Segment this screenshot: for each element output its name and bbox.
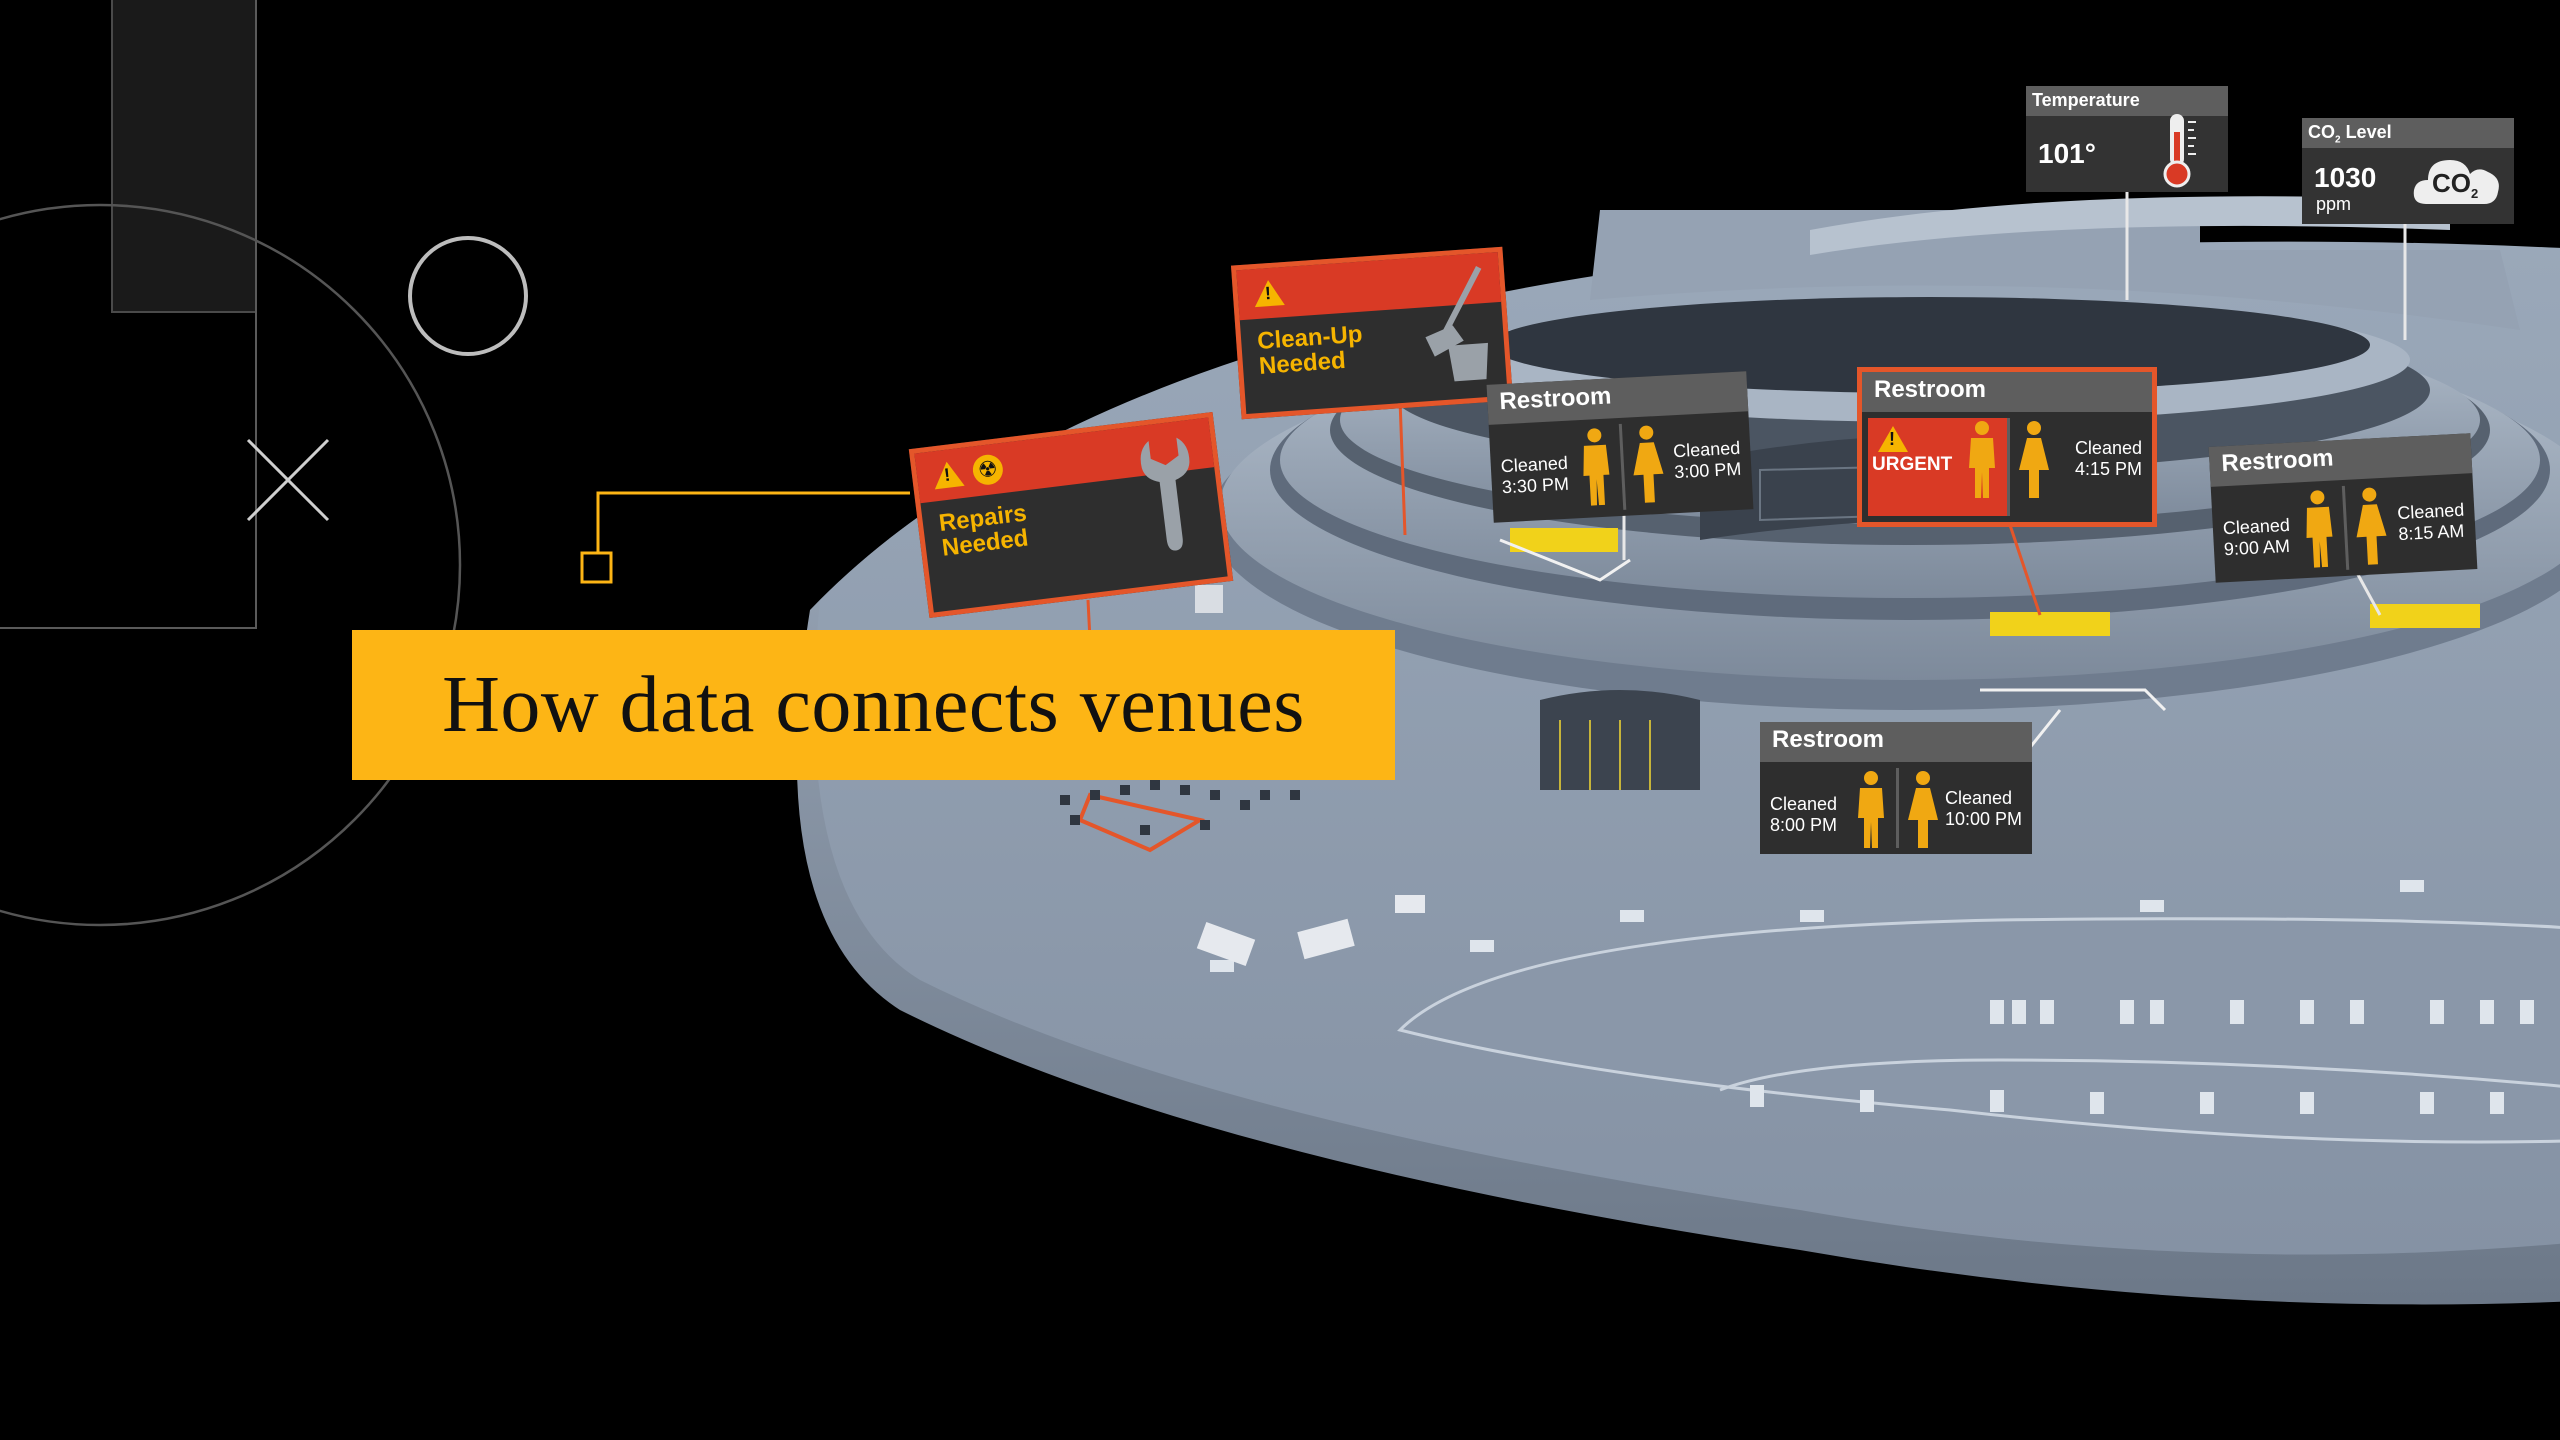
co2-value: 1030 (2314, 162, 2377, 193)
male-restroom-icon (2300, 488, 2338, 575)
right-time: 3:00 PM (1673, 458, 1742, 483)
right-time: 10:00 PM (1944, 809, 2022, 829)
warning-icon (1253, 279, 1285, 308)
page-title: How data connects venues (442, 660, 1305, 749)
male-restroom-icon (1577, 426, 1615, 513)
restroom-title: Restroom (1862, 372, 2152, 412)
radiation-icon: ☢ (971, 453, 1005, 487)
left-label: URGENT (1872, 454, 1953, 475)
restroom-block-b (1990, 612, 2110, 636)
co2-label-main: CO (2308, 122, 2335, 142)
left-label: Cleaned (1770, 794, 1838, 814)
female-restroom-icon (1629, 424, 1667, 511)
title-banner: How data connects venues (352, 630, 1395, 780)
decor-circle-small (408, 236, 528, 356)
female-restroom-icon (1906, 770, 1940, 855)
thermometer-icon (2163, 114, 2196, 188)
restroom-divider (2007, 418, 2010, 516)
right-time: 4:15 PM (2074, 459, 2142, 479)
female-restroom-icon (2017, 420, 2051, 505)
restroom-block-a (1510, 528, 1618, 552)
co2-icon-sub: 2 (2471, 186, 2479, 202)
urgent-label: URGENT (1872, 454, 1952, 475)
right-label: Cleaned (1944, 788, 2013, 808)
restroom-divider (1896, 768, 1899, 848)
co2-label-sub: 2 (2335, 134, 2341, 146)
co2-label-tail: Level (2340, 122, 2392, 142)
right-label: Cleaned (2074, 438, 2142, 458)
restroom-block-c (2370, 604, 2480, 628)
restroom-divider (1618, 423, 1627, 510)
restroom-divider (2341, 485, 2350, 570)
left-time: 9:00 AM (2223, 535, 2291, 560)
co2-label: CO2 Level (2302, 118, 2514, 148)
decor-geometry (0, 0, 910, 927)
left-time: 3:30 PM (1501, 473, 1570, 498)
temperature-value: 101° (2038, 138, 2096, 169)
co2-icon-text: CO (2432, 168, 2471, 198)
mop-bucket-icon (1425, 266, 1488, 382)
female-restroom-icon (2352, 486, 2390, 573)
restroom-title: Restroom (1760, 722, 2032, 762)
male-restroom-icon (1965, 420, 1999, 505)
cleanup-alert: Clean-Up Needed (1230, 246, 1514, 420)
temperature-label: Temperature (2026, 86, 2228, 116)
decor-circle-large (0, 203, 462, 927)
co2-unit: ppm (2316, 194, 2352, 214)
warning-icon (1878, 426, 1908, 452)
connector-line (596, 491, 910, 553)
warning-icon (931, 459, 965, 490)
wrench-icon (1140, 437, 1190, 551)
co2-cloud-icon: CO2 (2412, 152, 2504, 208)
repairs-alert: ☢ Repairs Needed (908, 411, 1234, 619)
decor-x-mark (246, 438, 330, 522)
connector-square (580, 551, 613, 584)
left-time: 8:00 PM (1770, 815, 1838, 835)
temperature-sign: Temperature 101° (2026, 86, 2228, 192)
right-time: 8:15 AM (2397, 520, 2465, 545)
co2-sign: CO2 Level 1030 ppm CO2 (2302, 118, 2514, 224)
male-restroom-icon (1854, 770, 1888, 855)
